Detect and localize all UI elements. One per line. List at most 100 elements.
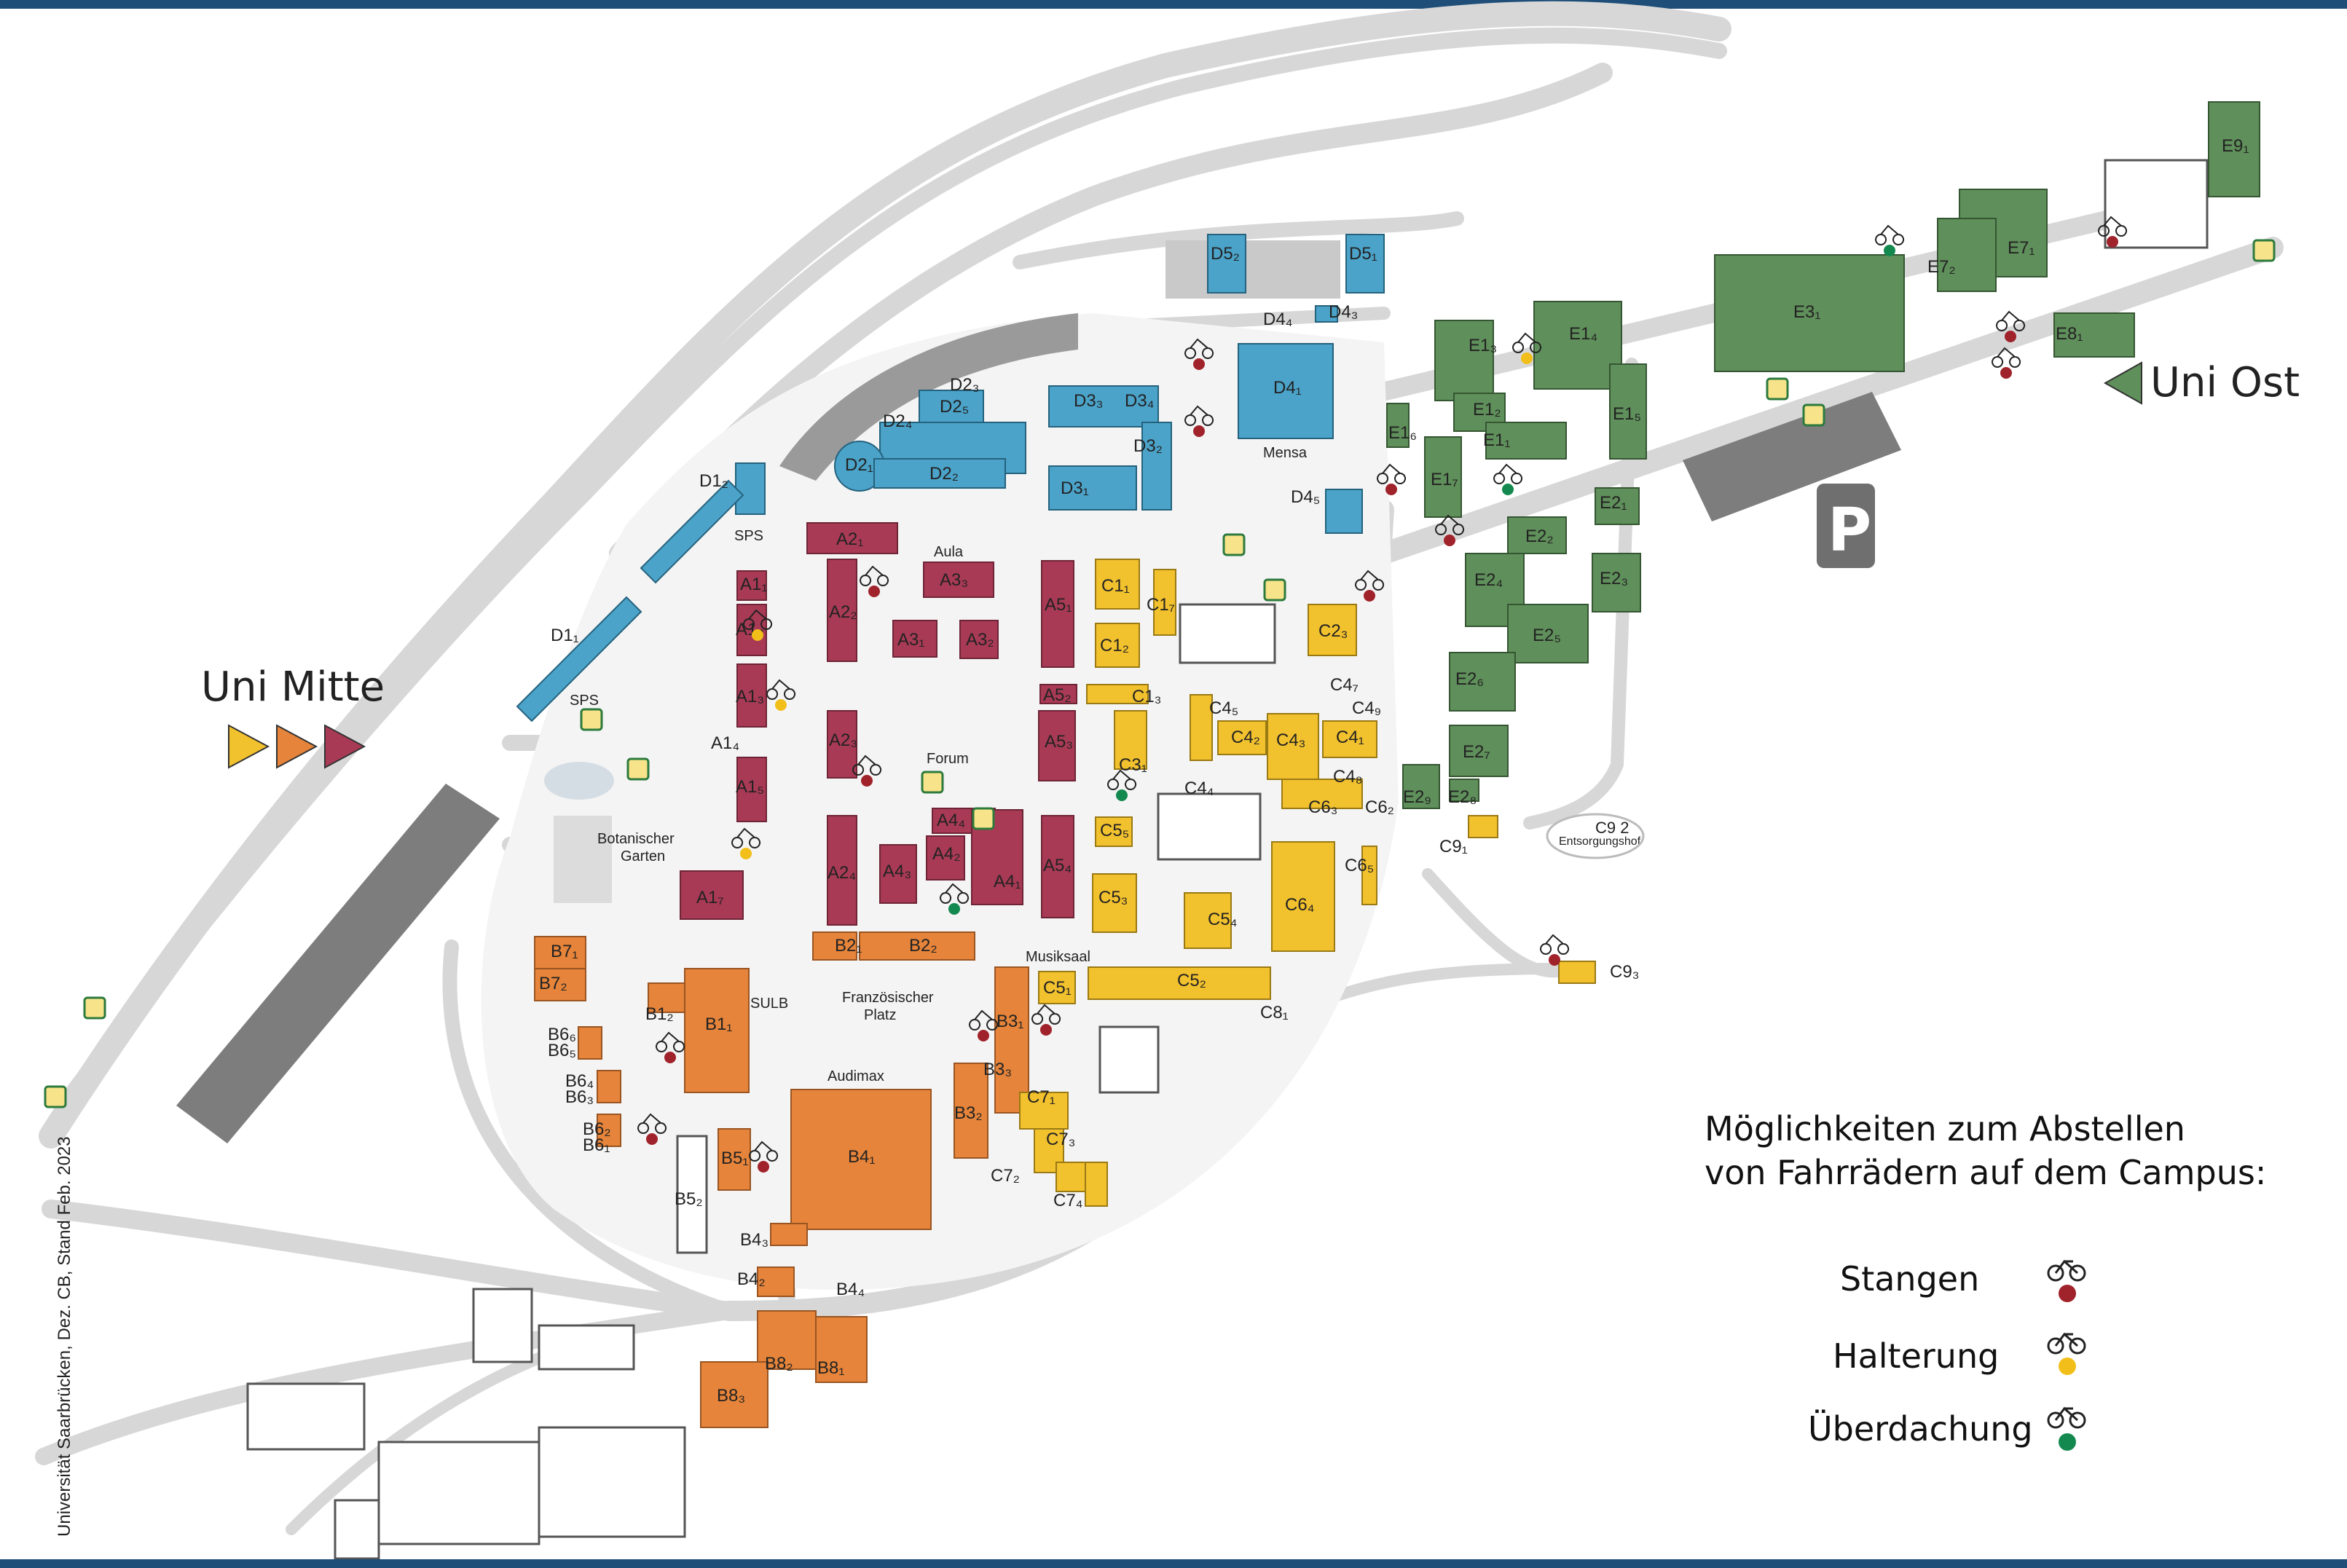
label-aula: Aula: [934, 544, 964, 560]
label-c45: C4₅: [1209, 698, 1238, 718]
label-e29: E2₉: [1403, 787, 1431, 807]
zone-d-buildings: [516, 234, 1385, 722]
bike-spot-stangen[interactable]: [860, 565, 889, 597]
bike-spot-dot: [1385, 484, 1397, 495]
label-franzoesischer-2: Platz: [864, 1007, 896, 1023]
bus-stop-icon: [626, 757, 650, 781]
label-c17: C1₇: [1147, 595, 1175, 615]
legend-dot-halterung: [2059, 1358, 2076, 1375]
bike-spot-halterung[interactable]: [743, 609, 773, 641]
bicycle-icon: [1355, 570, 1385, 591]
label-d51: D5₁: [1349, 244, 1377, 264]
label-e25: E2₅: [1533, 626, 1561, 645]
label-d44: D4₄: [1263, 310, 1292, 329]
bike-spot-stangen[interactable]: [637, 1113, 667, 1145]
label-a13: A1₃: [736, 687, 764, 706]
bike-spot-ueberdachung[interactable]: [1493, 463, 1523, 495]
parking-sign[interactable]: P: [1817, 484, 1875, 568]
label-c31: C3₁: [1119, 755, 1147, 775]
label-musiksaal: Musiksaal: [1026, 949, 1090, 965]
zone-c-buildings: [1019, 559, 1596, 1207]
bike-spot-stangen[interactable]: [749, 1140, 779, 1173]
bike-spot-ueberdachung[interactable]: [940, 883, 970, 915]
bike-spot-stangen[interactable]: [656, 1031, 685, 1063]
label-a11: A1₁: [740, 575, 767, 594]
label-d21: D2₁: [845, 455, 873, 475]
bike-spot-halterung[interactable]: [1512, 332, 1542, 364]
label-a22: A2₂: [829, 602, 857, 622]
credit-text: Universität Saarbrücken, Dez. CB, Stand …: [55, 1136, 74, 1537]
bicycle-icon: [1377, 463, 1407, 484]
label-b72: B7₂: [539, 974, 567, 993]
label-c44: C4₄: [1184, 779, 1214, 798]
bike-spot-stangen[interactable]: [1184, 338, 1214, 370]
label-b44: B4₄: [836, 1280, 865, 1299]
bicycle-icon: [1031, 1004, 1061, 1025]
bicycle-icon: [1540, 934, 1570, 955]
label-e24: E2₄: [1474, 570, 1503, 590]
label-sulb: SULB: [750, 996, 788, 1012]
bike-spot-stangen[interactable]: [2098, 216, 2128, 248]
label-d34: D3₄: [1125, 391, 1154, 411]
label-c71: C7₁: [1027, 1087, 1055, 1107]
label-e23: E2₃: [1600, 569, 1628, 588]
label-a43: A4₃: [883, 862, 911, 881]
bike-spot-stangen[interactable]: [852, 755, 882, 787]
label-c65: C6₅: [1345, 856, 1374, 875]
top-border: [0, 0, 2347, 9]
bike-spot-dot: [1444, 535, 1455, 546]
label-b64: B6₄: [565, 1071, 594, 1091]
bicycle-icon: [1875, 224, 1905, 245]
bike-spot-stangen[interactable]: [1184, 405, 1214, 437]
legend-dot-stangen: [2059, 1285, 2076, 1302]
bike-spot-dot: [1549, 954, 1560, 966]
label-c43: C4₃: [1276, 730, 1305, 750]
label-e14: E1₄: [1569, 324, 1597, 344]
label-e26: E2₆: [1455, 669, 1484, 689]
bike-spot-stangen[interactable]: [1355, 570, 1385, 602]
bus-stop-icon: [1222, 533, 1246, 556]
bike-spot-dot: [740, 848, 752, 859]
label-c93: C9₃: [1610, 962, 1639, 982]
uni-mitte-marker[interactable]: Uni Mitte: [201, 663, 385, 769]
bus-stops[interactable]: [44, 239, 2276, 1108]
bike-spot-stangen[interactable]: [1540, 934, 1570, 966]
label-d33: D3₃: [1074, 391, 1103, 411]
bike-spot-halterung[interactable]: [766, 679, 796, 711]
bike-spot-stangen[interactable]: [1996, 310, 2026, 342]
label-forum: Forum: [927, 751, 969, 767]
label-c49: C4₉: [1352, 698, 1381, 718]
bus-stop-icon: [2252, 239, 2276, 262]
bicycle-icon: [1512, 332, 1542, 353]
uni-ost-marker[interactable]: Uni Ost: [2103, 359, 2300, 406]
bicycle-icon: [852, 755, 882, 776]
label-c64: C6₄: [1285, 895, 1314, 915]
place-labels: SPS SPS Aula Forum Mensa Botanischer Gar…: [570, 445, 1645, 1084]
label-c51: C5₁: [1043, 978, 1072, 998]
bike-spot-halterung[interactable]: [731, 827, 761, 859]
bike-spot-stangen[interactable]: [1435, 514, 1465, 546]
bike-spot-stangen[interactable]: [969, 1009, 999, 1041]
label-e22: E2₂: [1525, 527, 1554, 546]
label-b63: B6₃: [565, 1087, 594, 1107]
bike-spot-ueberdachung[interactable]: [1107, 769, 1137, 801]
bike-spot-stangen[interactable]: [1377, 463, 1407, 495]
label-b21: B2₁: [835, 936, 862, 956]
bike-spot-stangen[interactable]: [1031, 1004, 1061, 1036]
label-entsorgungshof: Entsorgungshof: [1559, 835, 1641, 848]
label-a15: A1₅: [736, 777, 764, 797]
bike-spot-dot: [664, 1052, 676, 1063]
label-franzoesischer-1: Französischer: [842, 990, 934, 1006]
label-d43: D4₃: [1329, 302, 1358, 322]
bike-spot-dot: [2005, 331, 2016, 342]
label-c63: C6₃: [1308, 797, 1337, 817]
label-b41: B4₁: [848, 1147, 875, 1167]
bike-spot-ueberdachung[interactable]: [1875, 224, 1905, 256]
bicycle-icon: [940, 883, 970, 904]
label-a53: A5₃: [1045, 732, 1073, 752]
bike-spot-stangen[interactable]: [1992, 347, 2021, 379]
bicycle-icon: [749, 1140, 779, 1162]
bicycle-icon: [731, 827, 761, 848]
label-c73: C7₃: [1046, 1130, 1075, 1149]
